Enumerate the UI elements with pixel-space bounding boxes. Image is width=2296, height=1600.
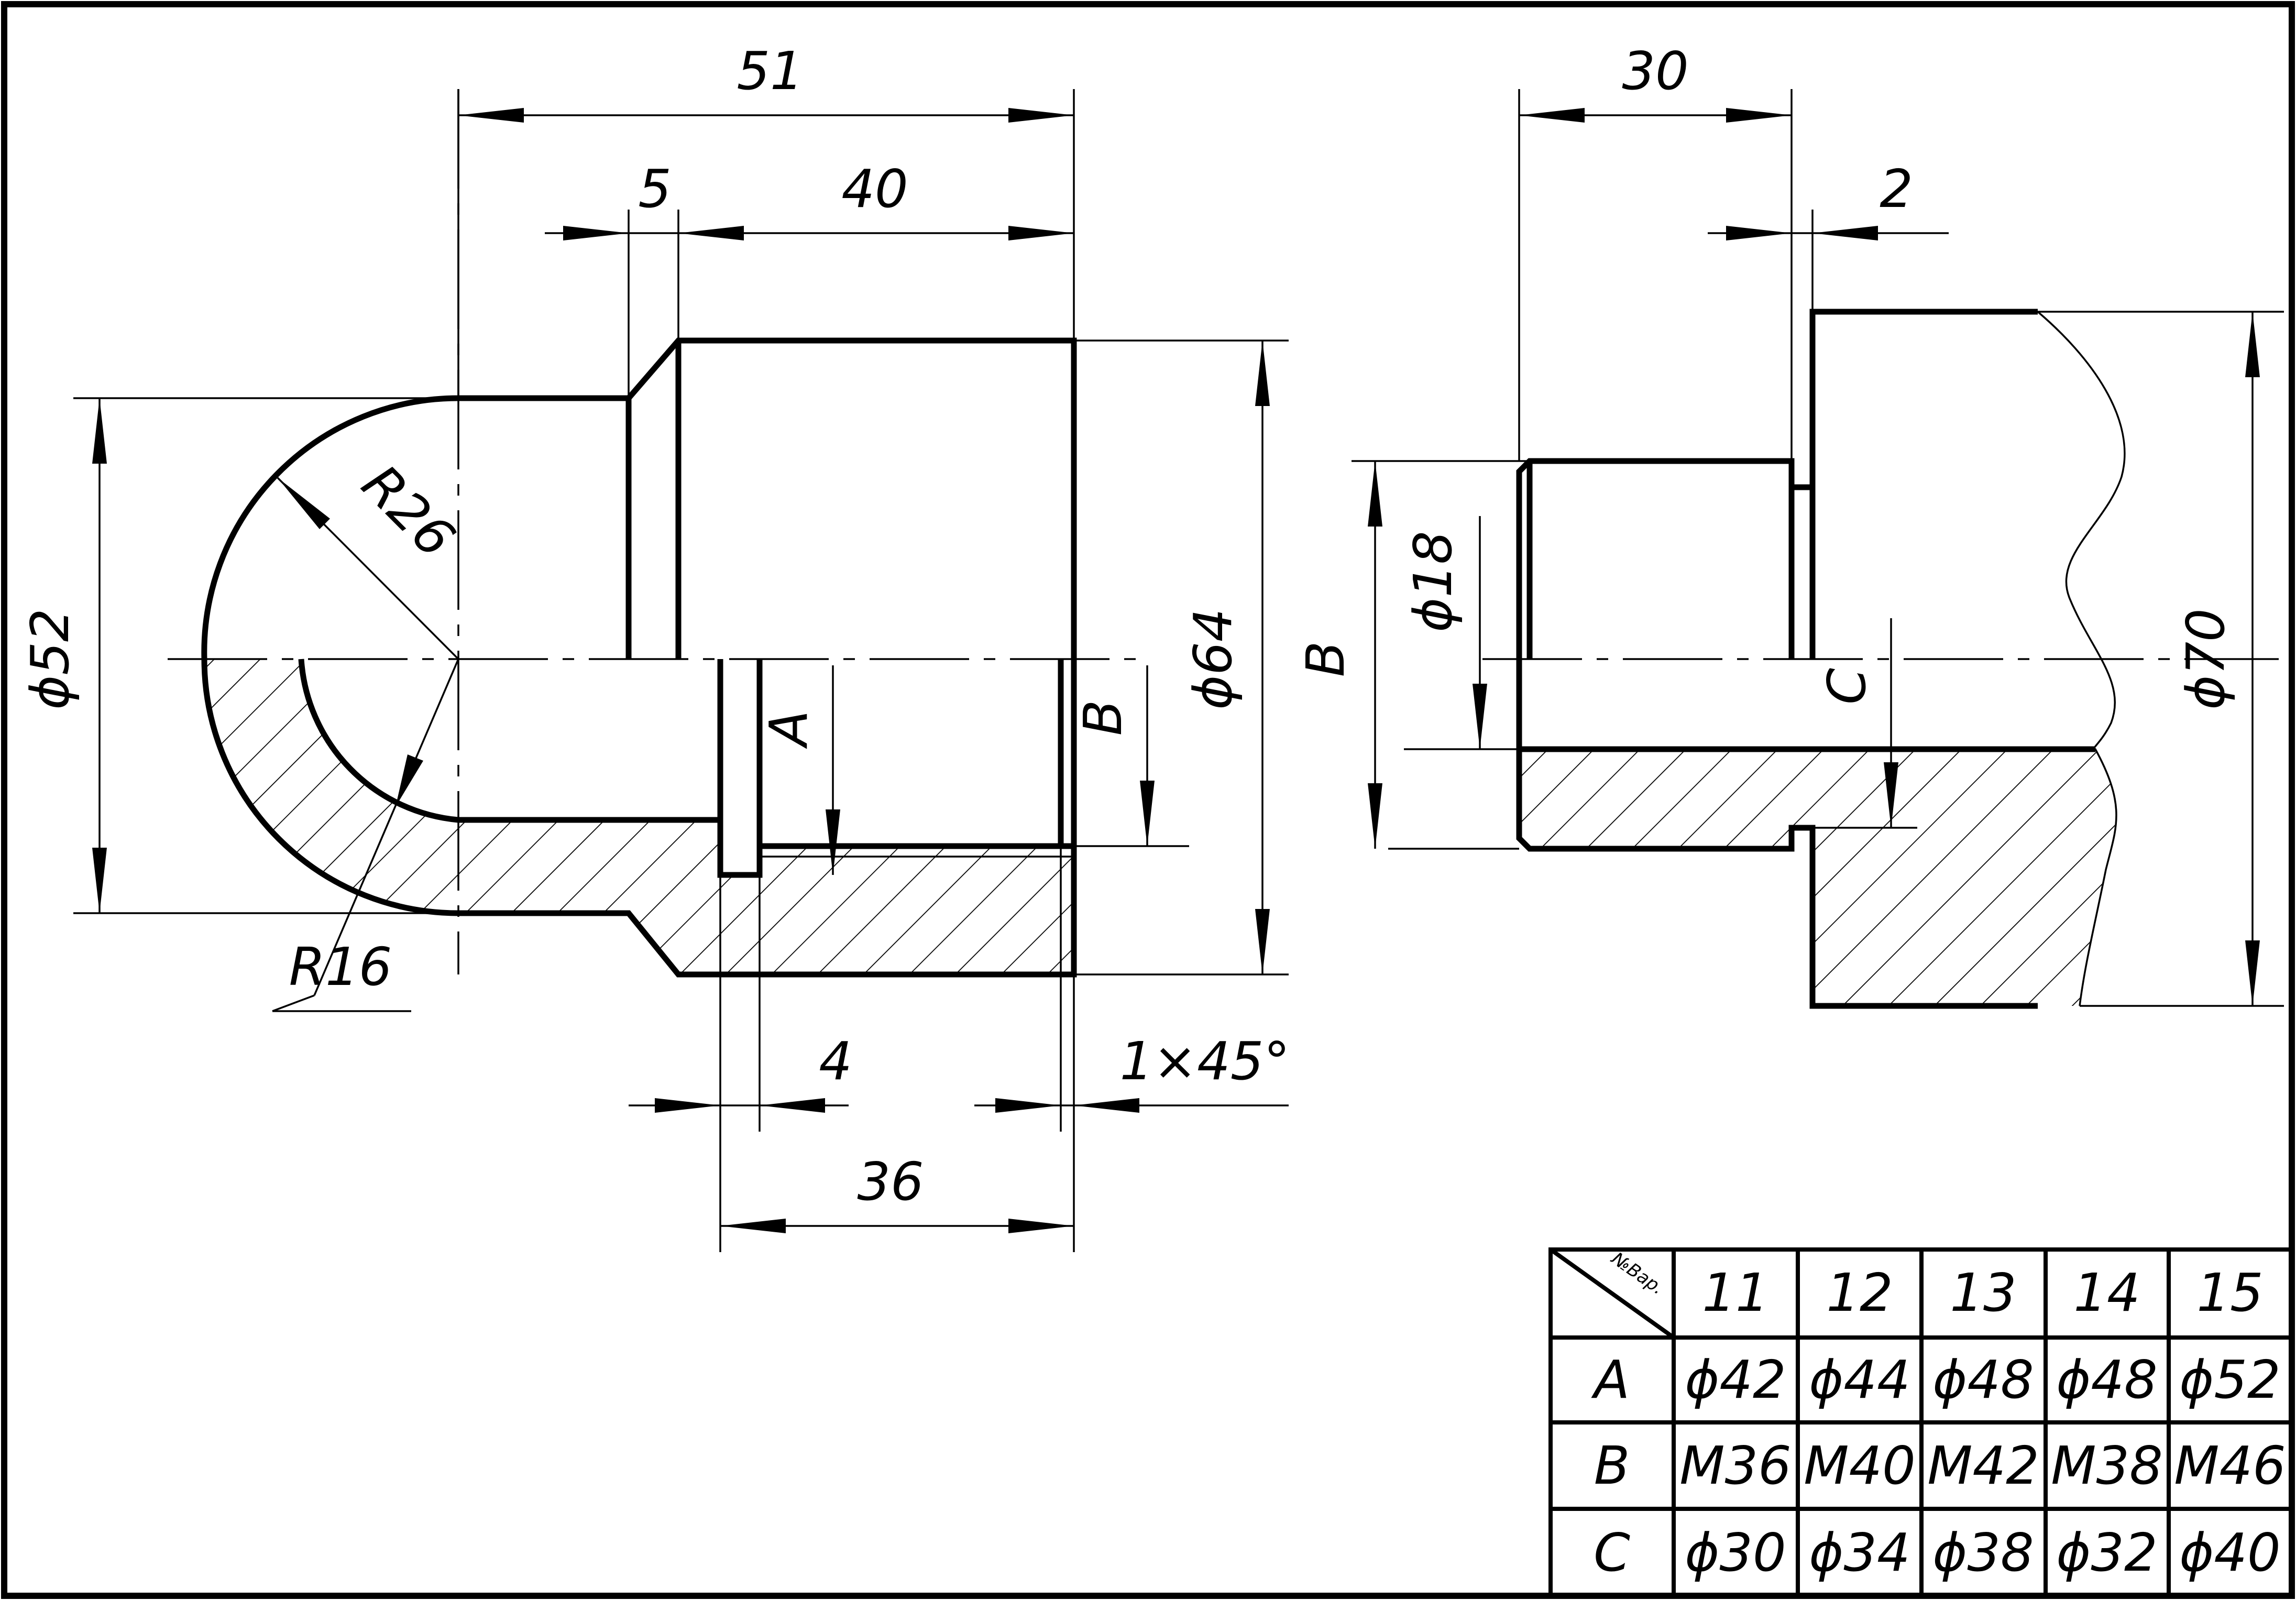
table-cell: ϕ52 (2179, 1349, 2280, 1410)
dim-51: 51 (737, 40, 803, 102)
table-cell: ϕ30 (1685, 1522, 1786, 1583)
dim-var-b-right: B (1295, 641, 1356, 677)
dim-var-b-left: B (1072, 700, 1134, 736)
right-shaft-contour (1516, 458, 2038, 1009)
table-row-label: A (1591, 1349, 1630, 1410)
dim-var-a: A (758, 710, 819, 749)
table-cell: M38 (2051, 1435, 2163, 1496)
dim-40: 40 (841, 158, 908, 220)
table-cell: ϕ40 (2179, 1522, 2280, 1583)
table-cell: M42 (1927, 1435, 2039, 1496)
left-inner-bore (298, 659, 1074, 878)
right-part-view: 30 2 B ϕ18 C ϕ70 (1295, 40, 2284, 1009)
dim-r16: R16 (289, 936, 392, 998)
table-cell: ϕ32 (2056, 1522, 2157, 1583)
table-header-cell: 15 (2196, 1262, 2263, 1323)
dim-r26: R26 (350, 453, 466, 569)
right-section-hatch (1519, 749, 2116, 1006)
table-header-cell: 11 (1702, 1262, 1768, 1323)
left-part-view: 51 5 40 R26 R16 ϕ52 ϕ64 A (19, 40, 1290, 1252)
dim-30: 30 (1622, 40, 1688, 102)
dim-phi64: ϕ64 (1182, 608, 1244, 709)
dim-phi70: ϕ70 (2175, 608, 2236, 709)
dim-phi52: ϕ52 (19, 608, 81, 709)
dim-36: 36 (857, 1151, 924, 1212)
table-cell: M40 (1804, 1435, 1916, 1496)
right-break-line (2037, 311, 2126, 1006)
table-cell: ϕ34 (1809, 1522, 1910, 1583)
dim-2: 2 (1880, 158, 1913, 220)
table-cell: ϕ44 (1809, 1349, 1910, 1410)
table-cell: ϕ48 (2056, 1349, 2157, 1410)
table-corner-diagonal (1549, 1247, 1675, 1340)
table-header-cell: 13 (1950, 1262, 2016, 1323)
table-cell: M46 (2174, 1435, 2286, 1496)
table-cell: ϕ38 (1932, 1522, 2034, 1583)
dim-5: 5 (638, 158, 672, 220)
table-cell: ϕ42 (1685, 1349, 1786, 1410)
dim-chamfer: 1×45° (1120, 1031, 1290, 1092)
right-body-contour (1809, 309, 2038, 659)
table-cell: M36 (1679, 1435, 1792, 1496)
table-header-cell: 12 (1826, 1262, 1893, 1323)
dim-var-c: C (1816, 668, 1877, 705)
dim-phi18: ϕ18 (1402, 531, 1464, 632)
table-header-cell: 14 (2073, 1262, 2140, 1323)
variant-table: №Вар. 11 12 13 14 15 A ϕ42 ϕ44 ϕ48 ϕ48 ϕ… (1548, 1247, 2294, 1598)
table-cell: ϕ48 (1932, 1349, 2034, 1410)
left-section-hatch (204, 659, 1074, 974)
dim-4: 4 (819, 1031, 852, 1092)
table-row-label: C (1594, 1522, 1630, 1583)
table-row-label: B (1594, 1435, 1630, 1496)
table-corner-label: №Вар. (1607, 1247, 1667, 1299)
